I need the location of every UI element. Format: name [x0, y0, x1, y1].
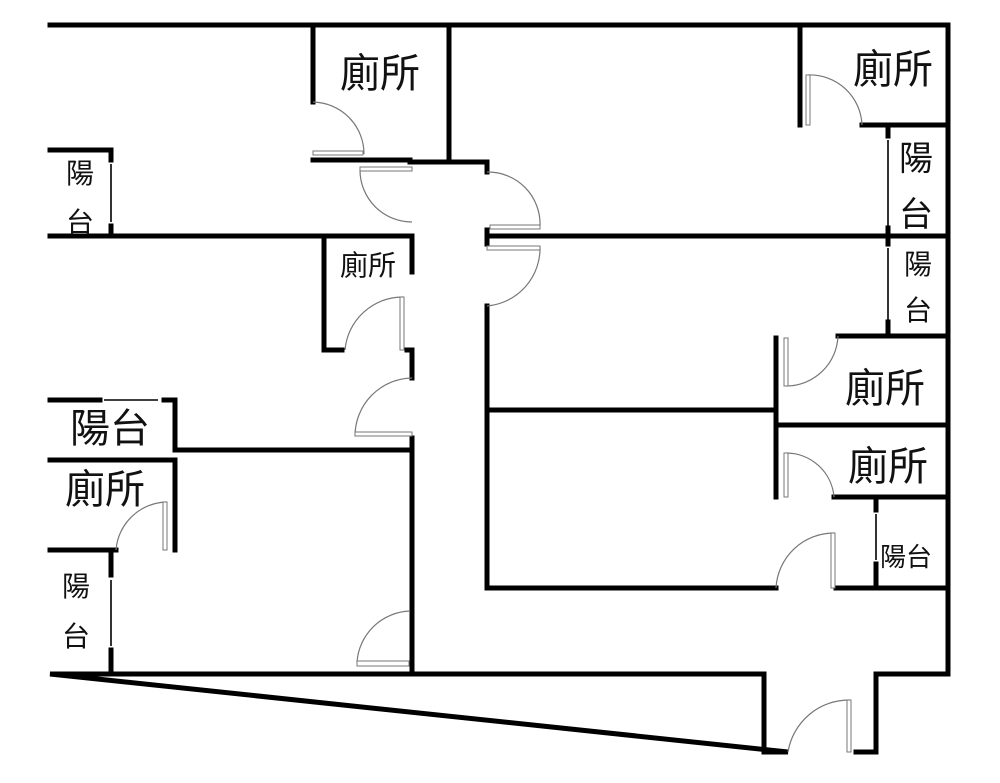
door[interactable] — [783, 452, 835, 498]
door[interactable] — [359, 166, 413, 223]
door[interactable] — [805, 74, 863, 126]
wall — [321, 235, 345, 353]
room-label-balcony: 台 — [904, 294, 932, 327]
room-label-toilet: 廁所 — [848, 444, 928, 490]
door[interactable] — [486, 245, 541, 307]
room-label-balcony: 陽 — [66, 157, 94, 190]
room-label-balcony: 台 — [62, 620, 90, 653]
door[interactable] — [775, 532, 836, 589]
room-label-balcony: 台 — [66, 206, 94, 239]
wall — [404, 347, 415, 381]
room-label-balcony: 陽台 — [70, 406, 150, 452]
wall — [47, 147, 114, 163]
wall — [484, 303, 779, 591]
door[interactable] — [312, 101, 365, 156]
room-label-balcony: 陽 — [899, 139, 933, 179]
wall — [47, 233, 415, 275]
room-label-toilet: 廁所 — [853, 47, 933, 93]
doors — [115, 74, 863, 753]
entrance-door[interactable] — [787, 699, 852, 753]
room-label-toilet: 廁所 — [340, 51, 420, 97]
outer-walls — [47, 22, 951, 755]
room-label-balcony: 陽 — [904, 248, 932, 281]
room-label-balcony: 陽 — [62, 570, 90, 603]
door[interactable] — [344, 296, 405, 351]
door[interactable] — [354, 377, 413, 437]
door[interactable] — [115, 501, 168, 551]
outer-wall — [47, 22, 951, 755]
wall — [407, 159, 490, 175]
room-label-toilet: 廁所 — [845, 366, 925, 412]
room-label-balcony: 台 — [899, 195, 933, 235]
wall — [161, 397, 178, 453]
room-label-toilet: 廁所 — [65, 467, 145, 513]
door[interactable] — [486, 171, 541, 230]
room-label-balcony: 陽台 — [880, 543, 932, 573]
room-labels: 廁所 廁所 廁所 廁所 廁所 廁所 陽 台 陽 台 陽 台 陽台 陽 台 陽台 — [62, 47, 933, 653]
door[interactable] — [783, 335, 839, 387]
interior-walls — [47, 22, 951, 677]
door[interactable] — [356, 610, 411, 667]
room-label-toilet: 廁所 — [340, 249, 396, 282]
